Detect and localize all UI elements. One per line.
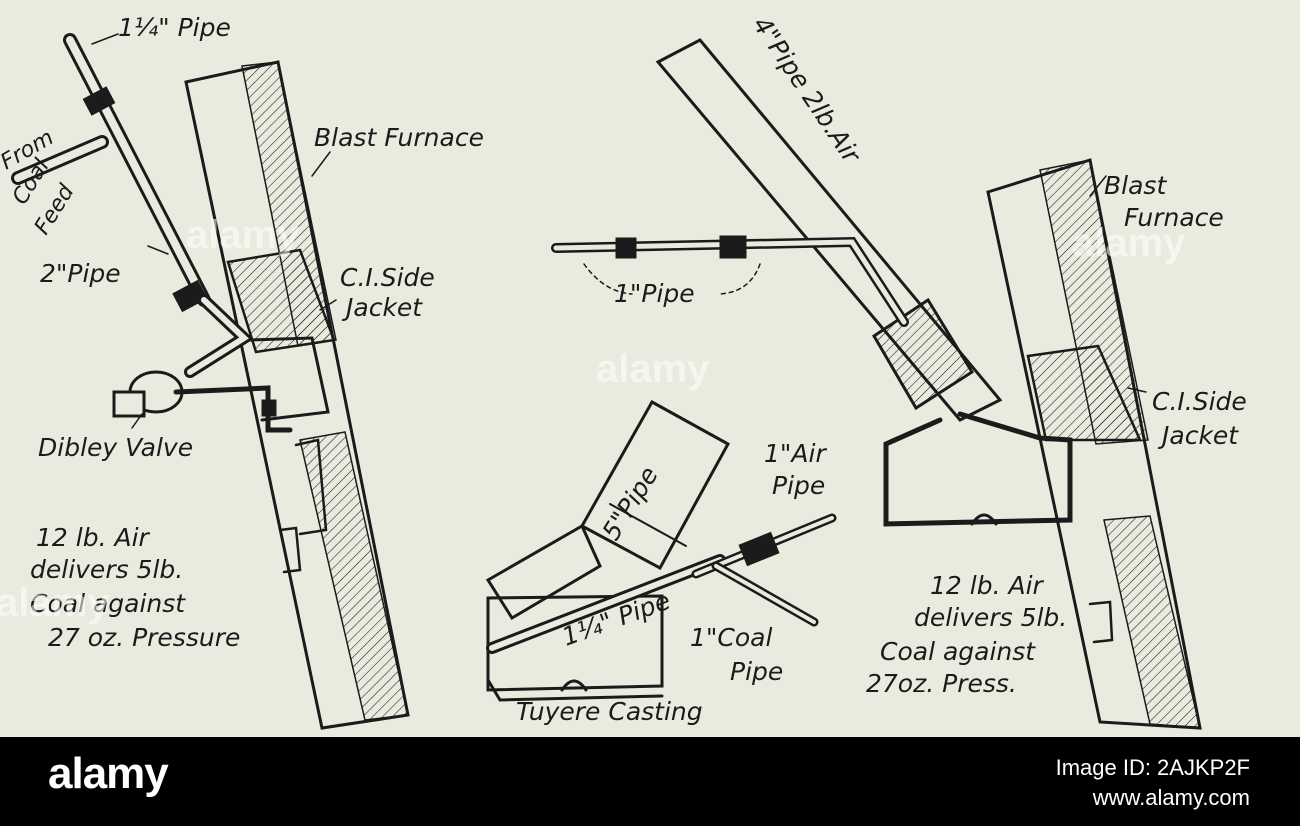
right-pipe-fitting-1: [615, 237, 637, 259]
label-dibley-valve: Dibley Valve: [38, 433, 193, 462]
footer-bar: alamy Image ID: 2AJKP2F www.alamy.com: [0, 737, 1300, 826]
right-lower-hatch: [1103, 515, 1201, 729]
watermark-bottom-left: alamy: [0, 581, 110, 625]
right-tuyere-box: [883, 411, 1073, 527]
watermark-center: alamy: [596, 347, 710, 391]
label-right-note-3: Coal against: [880, 637, 1036, 666]
label-tuyere-casting: Tuyere Casting: [516, 697, 703, 726]
label-two-inch-pipe: 2"Pipe: [40, 259, 121, 288]
watermark-left: alamy: [186, 213, 300, 257]
label-jacket-right: Jacket: [1157, 421, 1239, 450]
label-blast-right-2: Furnace: [1124, 203, 1224, 232]
left-coupling: [82, 86, 116, 116]
right-side-jacket: [1026, 344, 1142, 442]
label-one-coal-1: 1"Coal: [690, 623, 772, 652]
left-tuyere-opening: [248, 336, 330, 422]
label-jacket-left: Jacket: [341, 293, 423, 322]
label-right-note-1: 12 lb. Air: [930, 571, 1045, 600]
label-left-note-2: delivers 5lb.: [30, 555, 183, 584]
label-one-air-1: 1"Air: [764, 439, 827, 468]
label-one-coal-2: Pipe: [730, 657, 783, 686]
right-pipe-collar: [871, 297, 975, 411]
label-ci-side-right: C.I.Side: [1152, 387, 1247, 416]
label-one-inch-pipe: 1"Pipe: [614, 279, 695, 308]
label-ci-side-left: C.I.Side: [340, 263, 435, 292]
label-left-note-4: 27 oz. Pressure: [48, 623, 240, 652]
middle-tuyere-casting: [485, 523, 602, 621]
label-one-air-2: Pipe: [772, 471, 825, 500]
label-blast-right-1: Blast: [1104, 171, 1167, 200]
label-right-note-4: 27oz. Press.: [866, 669, 1017, 698]
watermark-right: alamy: [1072, 221, 1186, 265]
dibley-valve-nose: [112, 390, 146, 418]
left-side-jacket: [226, 248, 336, 354]
left-lower-hatch: [299, 431, 409, 721]
tuyere-diagram: 1¼" Pipe From Coal Feed Blast Furnace 2"…: [0, 11, 1247, 730]
watermarks: alamy alamy alamy alamy: [0, 213, 1186, 625]
left-wall-notch: [278, 526, 302, 574]
label-blast-furnace-left: Blast Furnace: [314, 123, 484, 152]
label-left-note-3: Coal against: [30, 589, 186, 618]
footer-logo: alamy: [48, 749, 169, 798]
footer-url[interactable]: www.alamy.com: [1092, 785, 1250, 810]
middle-diagram: [485, 399, 837, 702]
label-right-note-2: delivers 5lb.: [914, 603, 1067, 632]
footer-image-id: Image ID: 2AJKP2F: [1055, 755, 1250, 780]
right-diagram: [551, 38, 1202, 730]
right-four-inch-pipe: [655, 38, 1003, 422]
label-quarter-pipe-top: 1¼" Pipe: [118, 13, 231, 42]
label-left-note-1: 12 lb. Air: [36, 523, 151, 552]
left-diagram: [11, 33, 410, 730]
left-wall-steps: [294, 438, 328, 536]
middle-five-inch-pipe: [579, 399, 731, 571]
